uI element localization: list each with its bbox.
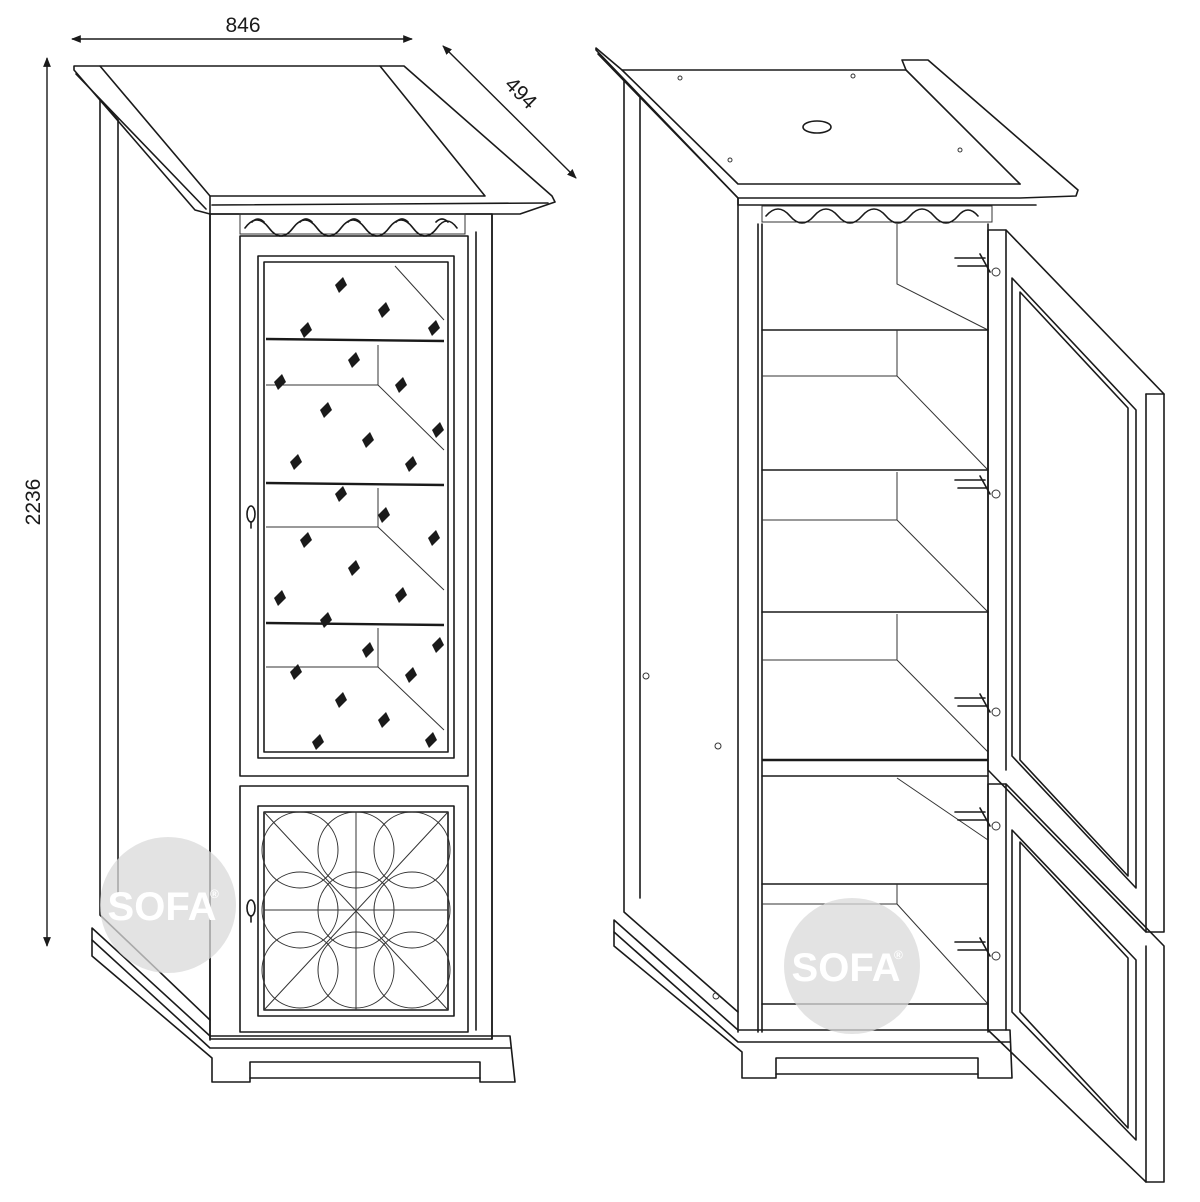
watermark-left: SOFA ® [100, 837, 236, 973]
door-handle-upper [246, 505, 256, 529]
cornice-top [73, 65, 556, 215]
plinth [91, 927, 516, 1083]
closed-cabinet-view [73, 65, 556, 1083]
cable-hole [802, 120, 832, 134]
open-plinth [613, 919, 1013, 1079]
width-dimension-label: 846 [225, 14, 260, 37]
side-panel [99, 99, 211, 1021]
carved-frieze-open [761, 205, 993, 224]
watermark-right: SOFA ® [784, 898, 920, 1034]
carved-frieze [239, 213, 466, 237]
watermark-left-mark: ® [210, 887, 219, 901]
watermark-right-text: SOFA [792, 946, 901, 990]
open-side-panel [623, 79, 739, 1013]
door-handle-lower [246, 899, 256, 923]
watermark-left-text: SOFA [108, 885, 217, 929]
open-upper-door [987, 229, 1165, 933]
height-dimension-label: 2236 [22, 479, 45, 526]
lower-lattice-door [239, 785, 469, 1033]
open-cabinet-view [595, 47, 1165, 1183]
top-panel [595, 47, 1079, 199]
open-lower-door [987, 783, 1165, 1183]
watermark-right-mark: ® [894, 948, 903, 962]
glass-door [239, 235, 469, 777]
leaf-pattern [274, 277, 444, 750]
hinges [954, 253, 1001, 961]
lattice-pattern [261, 811, 451, 1011]
depth-dimension-line [442, 45, 577, 179]
